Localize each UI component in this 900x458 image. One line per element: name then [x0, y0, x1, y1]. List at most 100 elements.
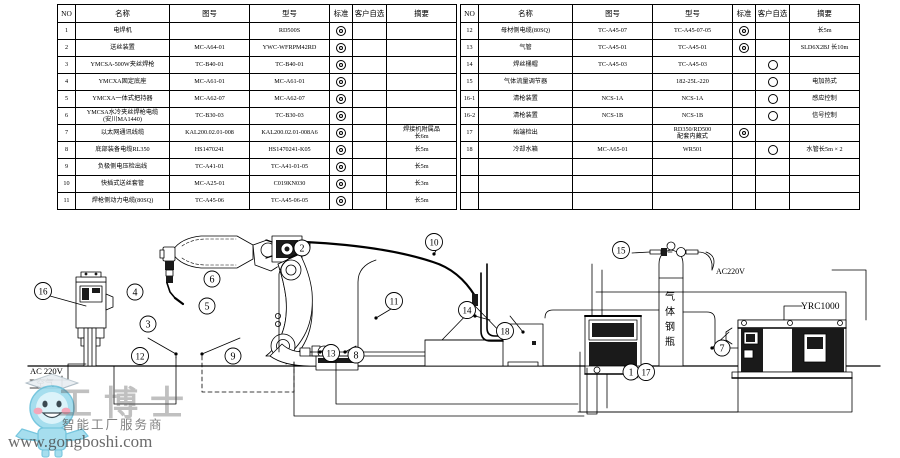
cell-no: 12 [460, 22, 479, 40]
header-dwg: 图号 [169, 4, 250, 23]
cell-name [478, 192, 573, 210]
table-header-row: NO 名称 图号 型号 标准 客户自选 摘要 [57, 4, 457, 23]
cell-no: 17 [460, 124, 479, 142]
cell-drawing-no [572, 124, 653, 142]
callout-14: 14 [458, 301, 476, 319]
callout-number: 15 [617, 245, 627, 255]
header-model: 型号 [249, 4, 330, 23]
callout-8: 8 [347, 346, 365, 364]
parts-table-right-head: NO 名称 图号 型号 标准 客户自选 摘要 [460, 4, 860, 23]
cell-drawing-no: MC-A25-01 [169, 175, 250, 193]
cell-customer-option [352, 192, 387, 210]
callout-number: 9 [231, 351, 236, 362]
cell-standard [329, 141, 353, 159]
callout-number: 6 [210, 274, 215, 285]
header-customer-option: 客户自选 [755, 4, 790, 23]
label-gas-cylinder-char: 体 [665, 306, 675, 318]
cell-customer-option [352, 39, 387, 57]
cell-customer-option [755, 158, 790, 176]
callout-bubble [637, 363, 655, 381]
cell-remark: 长5m [789, 22, 860, 40]
cell-customer-option [755, 192, 790, 210]
cell-customer-option [755, 39, 790, 57]
cell-remark [386, 73, 457, 91]
cell-model: TC-A45-01 [652, 39, 733, 57]
callout-bubble [131, 347, 149, 365]
header-remark: 摘要 [789, 4, 860, 23]
cell-customer-option [755, 22, 790, 40]
cell-model: TC-B30-03 [249, 107, 330, 125]
cell-standard [329, 73, 353, 91]
table-row [460, 158, 860, 176]
cell-drawing-no: TC-A41-01 [169, 158, 250, 176]
cell-drawing-no [572, 192, 653, 210]
cell-standard [329, 158, 353, 176]
callout-number: 13 [327, 348, 337, 358]
cell-no: 9 [57, 158, 76, 176]
cell-standard [732, 158, 756, 176]
callout-bubble [203, 270, 221, 288]
cell-no [460, 192, 479, 210]
callout-number: 11 [390, 296, 399, 306]
option-mark-icon [767, 77, 778, 87]
table-row [460, 175, 860, 193]
cell-model: 182-25L-220 [652, 73, 733, 91]
label-ac220v-right: AC220V [716, 267, 745, 276]
cell-customer-option [755, 56, 790, 74]
cell-drawing-no: TC-A45-03 [572, 56, 653, 74]
cell-remark [386, 90, 457, 108]
callout-number: 4 [133, 287, 138, 298]
cell-name: YMCXA一体式把持器 [75, 90, 170, 108]
cell-standard [732, 175, 756, 193]
cable-to-left [113, 355, 177, 405]
callout-bubble [322, 344, 340, 362]
gas-cylinder [649, 241, 699, 367]
cell-drawing-no: MC-A65-01 [572, 141, 653, 159]
cell-standard [732, 107, 756, 125]
cell-model [652, 158, 733, 176]
callout-number: 16 [39, 286, 49, 296]
welding-robot [159, 235, 359, 371]
callout-number: 5 [205, 301, 210, 312]
cell-name: 负极侧电压检出线 [75, 158, 170, 176]
callout-leader-12 [147, 337, 177, 355]
cell-standard [732, 124, 756, 142]
cell-model: TC-B40-01 [249, 56, 330, 74]
standard-mark-icon [336, 145, 346, 155]
cell-drawing-no: KAL200.02.01-008 [169, 124, 250, 142]
cell-drawing-no: MC-A62-07 [169, 90, 250, 108]
header-name: 名称 [75, 4, 170, 23]
label-gas-cylinder-char: 钢 [665, 320, 675, 333]
cell-model: KAL200.02.01-008A6 [249, 124, 330, 142]
cell-standard [329, 175, 353, 193]
cell-no: 15 [460, 73, 479, 91]
cell-no: 11 [57, 192, 76, 210]
cell-no: 10 [57, 175, 76, 193]
callout-bubble [713, 339, 731, 357]
callout-bubble [347, 346, 365, 364]
standard-mark-icon [739, 26, 749, 36]
header-standard: 标准 [732, 4, 756, 23]
cell-drawing-no: TC-A45-07 [572, 22, 653, 40]
cell-name: 焊丝桶帽 [478, 56, 573, 74]
cell-remark [386, 56, 457, 74]
cell-model: YWC-WFRPM42RD [249, 39, 330, 57]
cell-customer-option [755, 124, 790, 142]
cell-no: 6 [57, 107, 76, 125]
cell-name: 以太网通讯线缆 [75, 124, 170, 142]
callout-bubble [458, 301, 476, 319]
standard-mark-icon [336, 94, 346, 104]
cell-name: 焊枪侧动力电缆(80SQ) [75, 192, 170, 210]
header-name: 名称 [478, 4, 573, 23]
callout-18: 18 [496, 322, 514, 340]
cell-drawing-no: TC-A45-06 [169, 192, 250, 210]
standard-mark-icon [336, 179, 346, 189]
label-controller-model: YRC1000 [801, 302, 840, 312]
